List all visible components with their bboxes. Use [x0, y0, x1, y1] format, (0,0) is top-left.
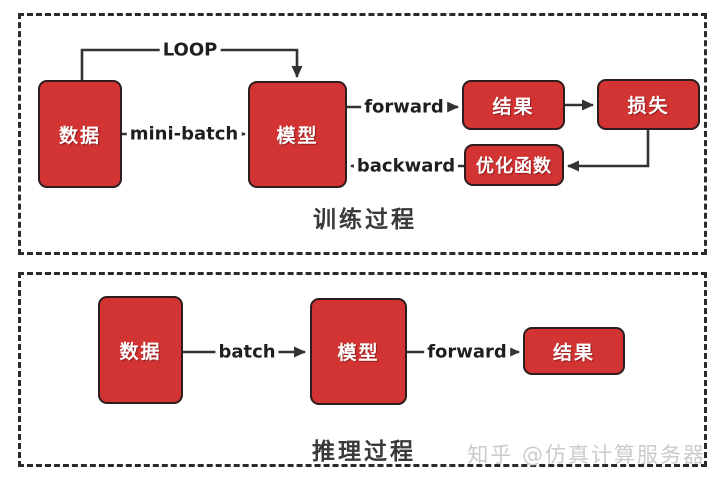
- inference-result-node: 结果: [523, 327, 625, 375]
- batch-edge-label: batch: [215, 341, 279, 363]
- arrow-loss-optimizer: [567, 130, 650, 172]
- training-optimizer-node: 优化函数: [464, 144, 564, 186]
- training-result-node: 结果: [462, 80, 565, 130]
- inference-data-node: 数据: [98, 296, 183, 404]
- forward-inference-edge-label: forward: [424, 341, 510, 363]
- training-data-node: 数据: [38, 80, 122, 188]
- training-model-node: 模型: [248, 81, 347, 188]
- loop-edge-label: LOOP: [159, 39, 221, 61]
- forward-train-edge-label: forward: [361, 96, 447, 118]
- inference-section-title: 推理过程: [312, 439, 416, 465]
- zhihu-watermark: 知乎 @仿真计算服务器: [467, 443, 706, 467]
- inference-model-node: 模型: [310, 298, 407, 405]
- backward-edge-label: backward: [353, 155, 459, 177]
- training-loss-node: 损失: [597, 79, 700, 130]
- training-section-title: 训练过程: [313, 207, 417, 233]
- mini-batch-edge-label: mini-batch: [126, 123, 242, 145]
- inference-section-border: [18, 272, 707, 467]
- training-section-border: [18, 13, 707, 255]
